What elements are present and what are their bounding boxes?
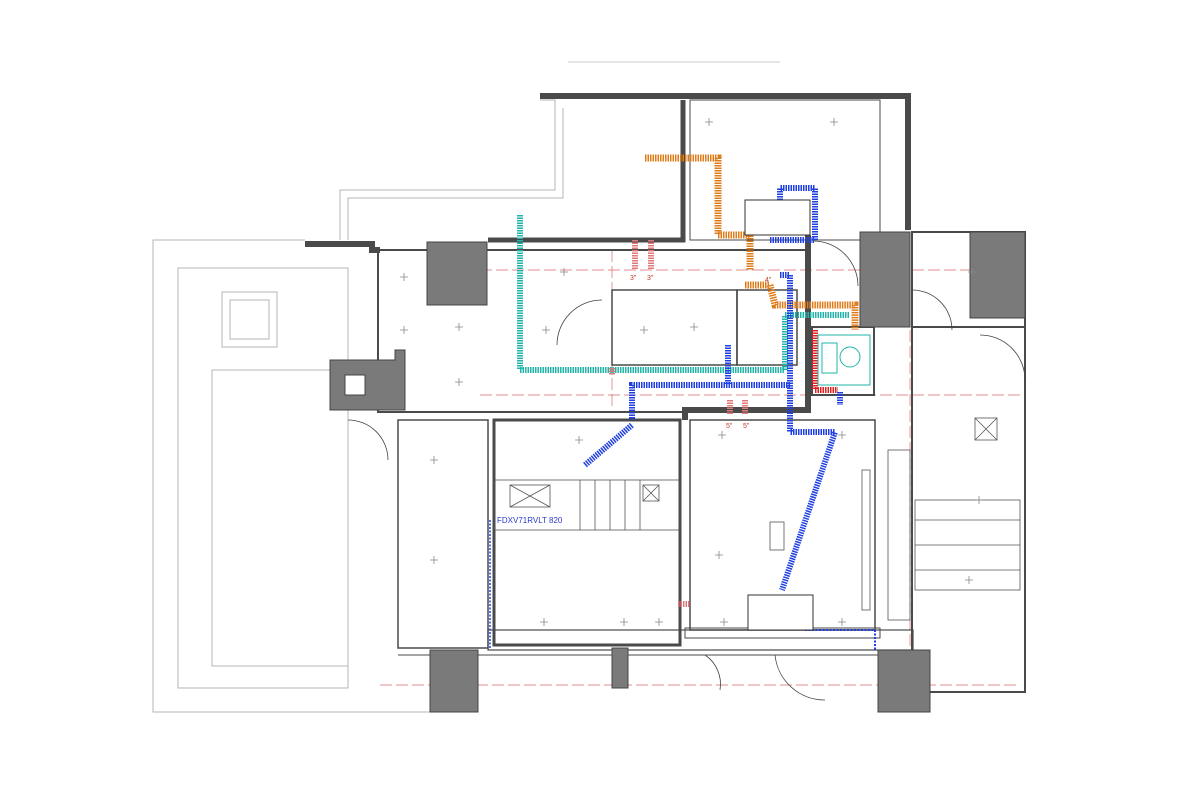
duct-size-label: 3" [647,275,654,282]
columns [329,231,1026,713]
walls [305,93,1026,693]
terrace-outline [152,99,564,713]
duct-size-label: 3" [630,275,637,282]
refrigerant-line-2 [805,629,876,650]
duct-size-label: 4" [765,277,772,284]
duct-orange [645,154,859,330]
equipment-tag: FDXV71RVLT 820 [497,516,563,525]
light-fixtures [400,118,983,626]
duct-pink [609,240,748,607]
duct-size-label: 5" [726,423,733,430]
doors [347,240,1026,701]
ac-units [744,199,871,631]
duct-teal [517,215,850,373]
duct-size-label: 5" [743,423,750,430]
duct-blue [583,185,843,591]
duct-red [812,330,838,393]
grid-lines [380,100,1020,686]
stairs [493,417,1021,621]
